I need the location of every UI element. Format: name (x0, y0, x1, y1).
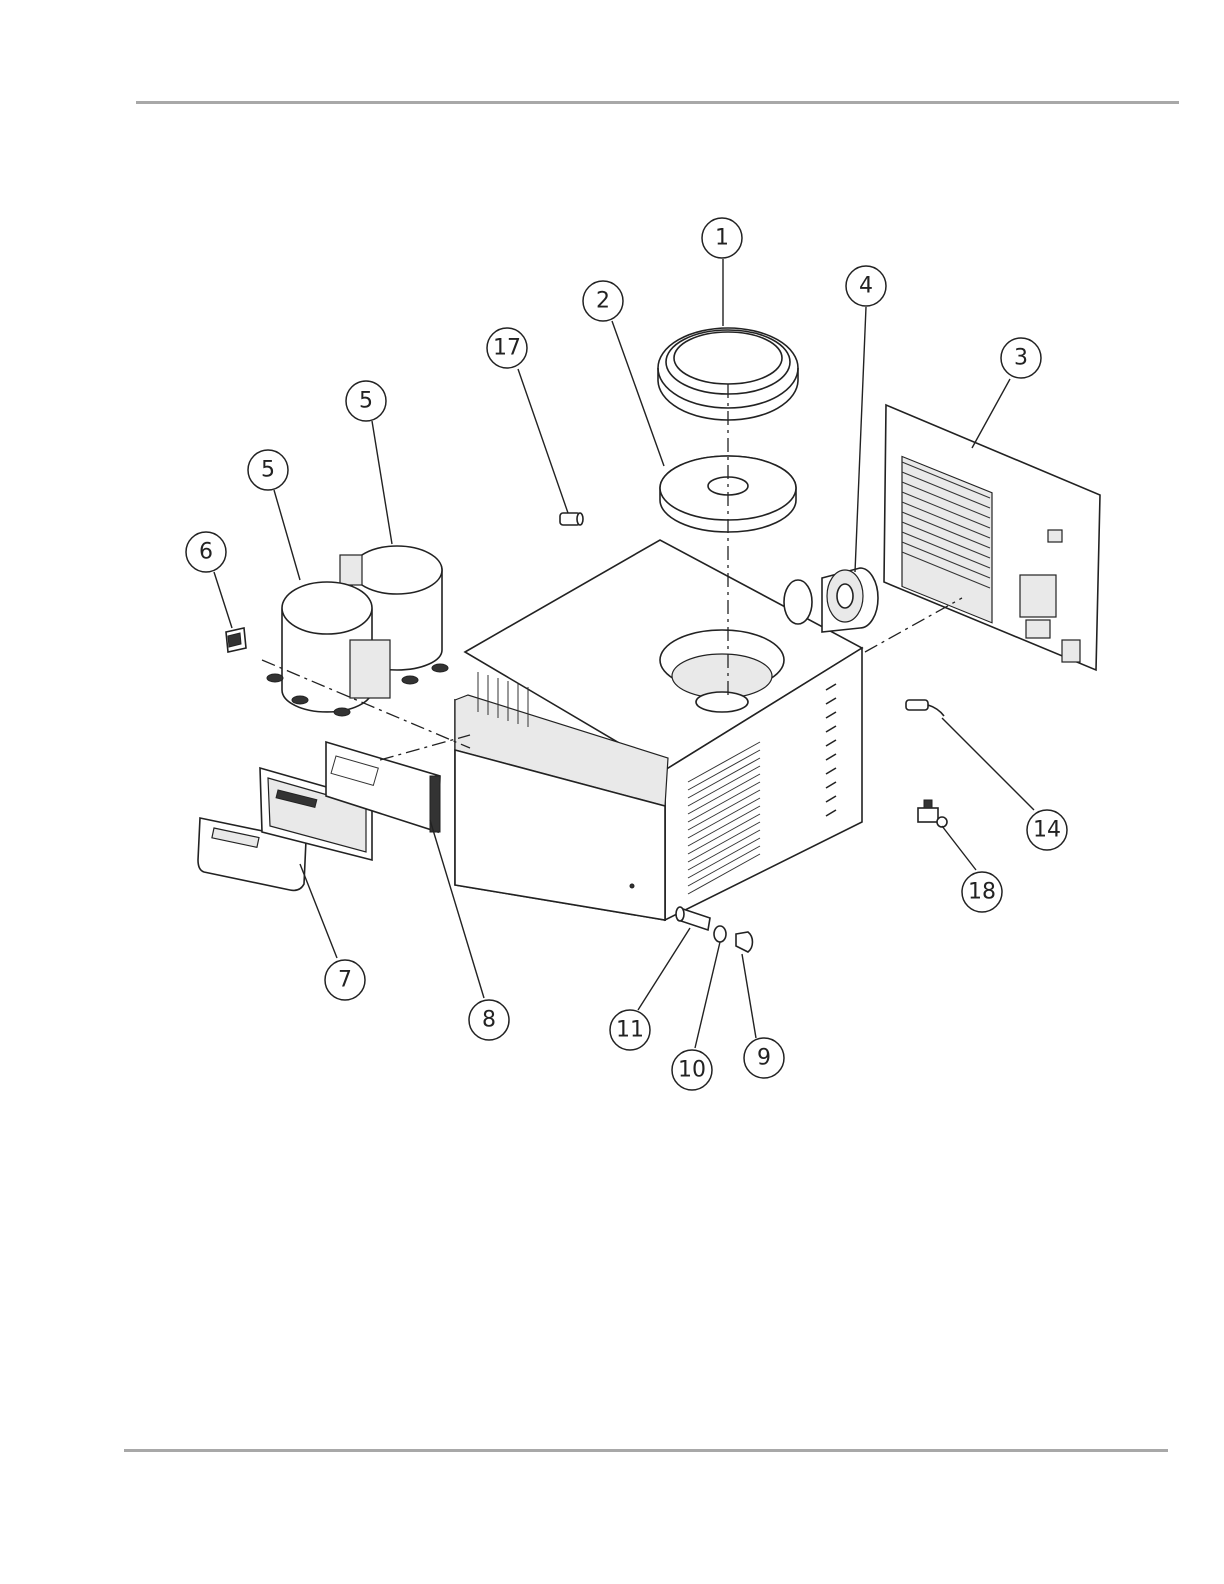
svg-text:3: 3 (1014, 346, 1028, 371)
part-4-fan-motor (784, 568, 878, 632)
callout-14: 14 (1027, 810, 1067, 850)
part-14-sensor (906, 700, 944, 716)
callout-8: 8 (469, 1000, 509, 1040)
callout-10: 10 (672, 1050, 712, 1090)
callout-11: 11 (610, 1010, 650, 1050)
svg-text:1: 1 (715, 226, 729, 251)
centerline-panel (865, 598, 962, 652)
part-18-valve (918, 800, 947, 827)
part-11-shaft (676, 907, 710, 930)
svg-text:18: 18 (968, 880, 996, 905)
svg-text:10: 10 (678, 1058, 706, 1083)
part-1-gasket-ring (658, 328, 798, 420)
svg-text:5: 5 (261, 458, 275, 483)
part-3-rear-panel (884, 405, 1100, 670)
callout-6: 6 (186, 532, 226, 572)
svg-text:2: 2 (596, 289, 610, 314)
callout-18: 18 (962, 872, 1002, 912)
svg-text:9: 9 (757, 1046, 771, 1071)
part-10-washer (714, 926, 726, 942)
callout-5-rear: 5 (346, 381, 386, 421)
callout-2: 2 (583, 281, 623, 321)
svg-text:8: 8 (482, 1008, 496, 1033)
callout-17: 17 (487, 328, 527, 368)
part-6-switch (226, 628, 246, 652)
part-17-fitting (560, 513, 583, 525)
svg-text:7: 7 (338, 968, 352, 993)
callout-4: 4 (846, 266, 886, 306)
svg-text:11: 11 (616, 1018, 644, 1043)
svg-text:17: 17 (493, 336, 521, 361)
callout-3: 3 (1001, 338, 1041, 378)
part-9-knob (736, 932, 752, 952)
svg-text:14: 14 (1033, 818, 1061, 843)
callout-1: 1 (702, 218, 742, 258)
part-5-compressor-front (267, 582, 390, 716)
svg-text:5: 5 (359, 389, 373, 414)
callout-5-front: 5 (248, 450, 288, 490)
callout-7: 7 (325, 960, 365, 1000)
svg-text:6: 6 (199, 540, 213, 565)
callout-9: 9 (744, 1038, 784, 1078)
svg-text:4: 4 (859, 274, 873, 299)
